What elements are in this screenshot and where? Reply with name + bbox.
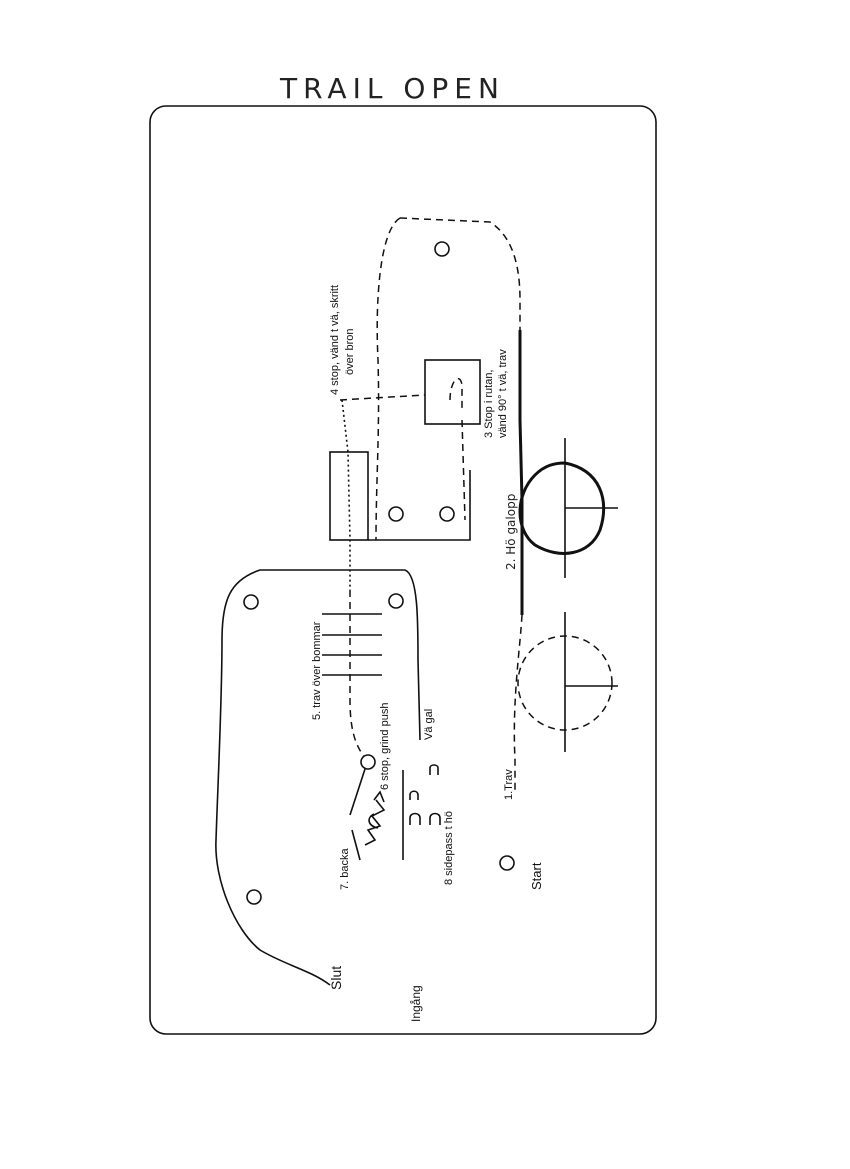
upper-path-outline [399,217,521,330]
label-step3-line1: 3 Stop i rutan, [483,370,495,439]
label-step4-line2: över bron [344,329,356,375]
box-connector-path [339,394,426,401]
post-top [434,241,450,257]
stop-box [424,359,481,425]
post-left-top [243,594,259,610]
sidepass-arch-3 [429,812,441,825]
sidepass-arch-1 [409,790,419,800]
post-left-bottom [246,889,262,905]
label-step4-line1: 4 stop, vänd t vä, skritt [329,285,341,395]
post-start [499,855,515,871]
post-left-top-right [388,593,404,609]
post-corridor-left [388,506,404,522]
label-step2: 2. Hö galopp [504,494,518,570]
label-step6: 6 stop, grind push [379,703,391,790]
corridor [368,470,471,541]
label-start: Start [529,862,544,890]
sidepass-arch-2 [409,812,421,825]
label-step7: 7. backa [339,848,351,890]
label-ingang: Ingång [409,985,423,1022]
label-step3-line2: vänd 90° t vä, trav [497,349,509,438]
upper-left-dashed-path [375,217,401,541]
label-step5: 5. trav över bommar [311,621,323,720]
gate-line [349,768,366,816]
gate-post [360,754,376,770]
label-step8: 8 sidepass t hö [443,811,455,885]
label-slut: Slut [328,966,344,990]
backing-zigzag [364,790,386,846]
bridge-walk-path [341,399,351,590]
arena-border [149,105,657,1035]
right-track-solid [518,330,524,615]
backing-line [351,829,361,861]
left-region-outline [215,569,421,986]
backing-c-mark [368,813,379,829]
sidepass-arch-4 [429,764,439,775]
canter-circle [518,461,606,555]
box-right-dashed [461,419,466,521]
bridge [329,451,369,541]
post-corridor-right [439,506,455,522]
right-track-dashed [513,614,523,790]
stop-box-path [449,378,463,410]
page-title: TRAIL OPEN [279,72,505,105]
label-step1: 1.Trav [503,769,515,800]
label-step6b: Vä gal [423,709,435,740]
